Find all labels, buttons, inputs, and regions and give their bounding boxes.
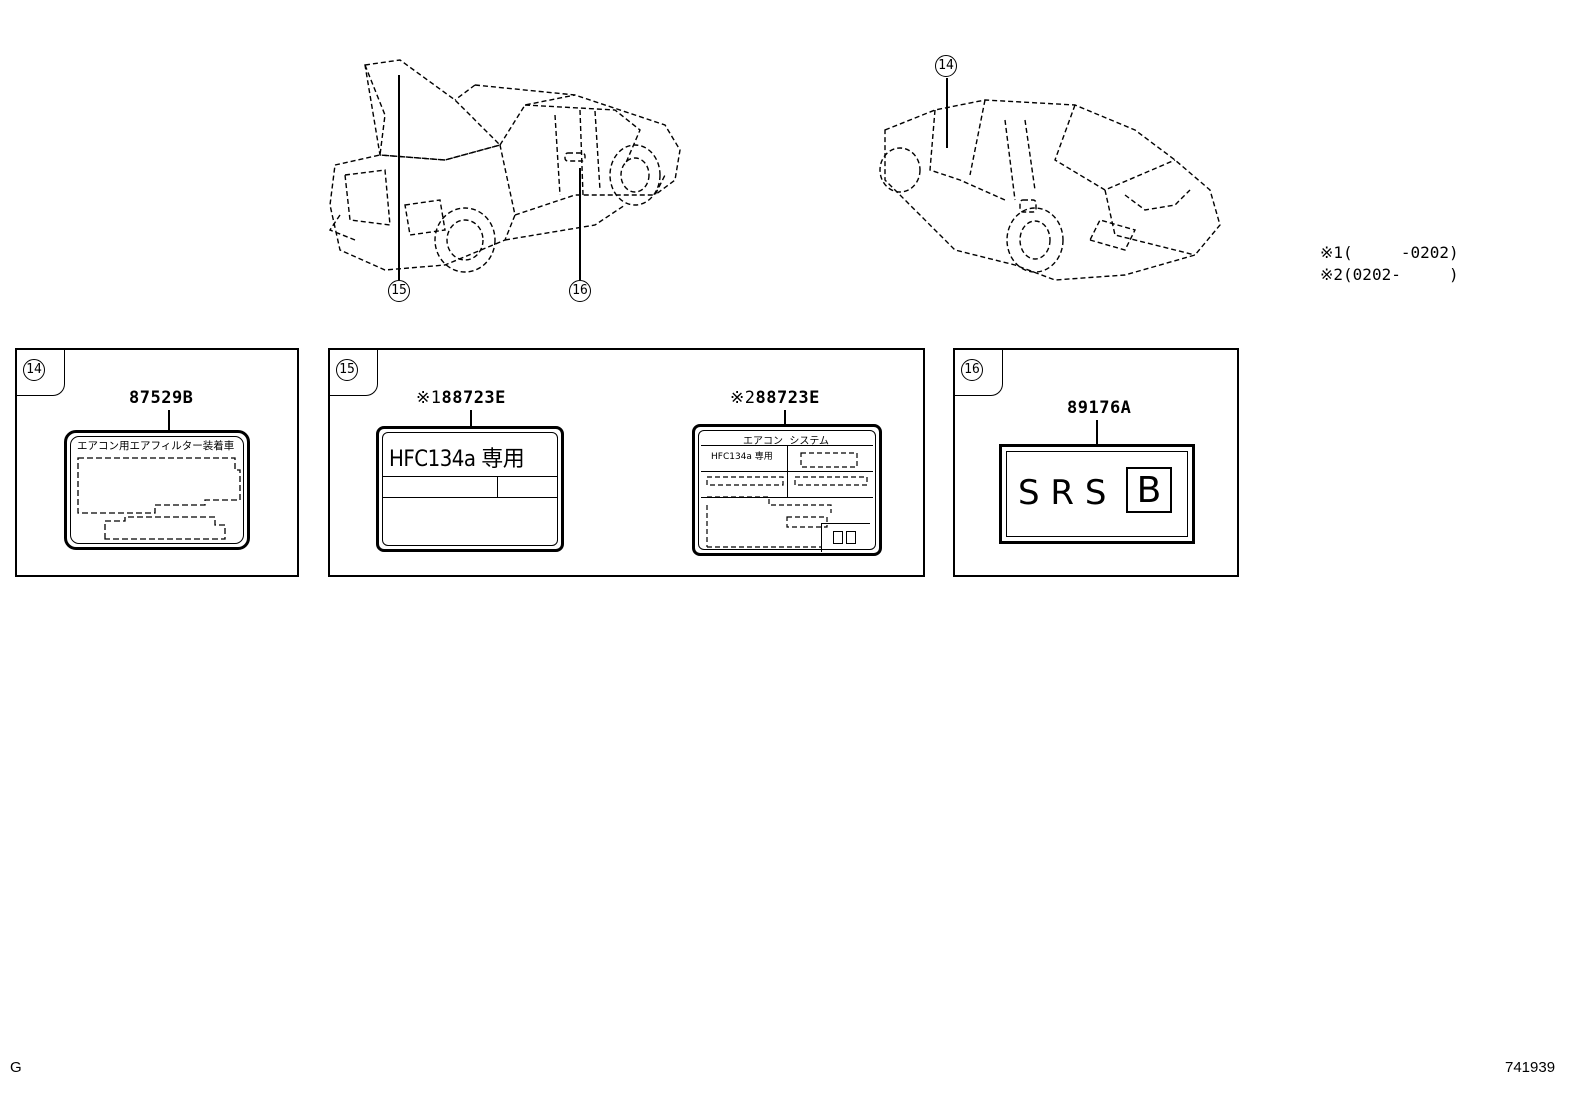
leader-87529b bbox=[168, 410, 170, 430]
part-no-2: 88723E bbox=[755, 388, 820, 408]
callout-16-panel: 16 bbox=[961, 359, 983, 381]
callout-14-panel: 14 bbox=[23, 359, 45, 381]
part-mark-1: ※1 bbox=[416, 388, 442, 408]
footer-illustration-number: 741939 bbox=[1505, 1059, 1556, 1076]
label-88723e-2-header: エアコン システム bbox=[743, 436, 830, 447]
label-88723e-1: HFC134a 専用 bbox=[376, 426, 564, 552]
callout-15-panel: 15 bbox=[336, 359, 358, 381]
label-87529b-header: エアコン用エアフィルター装着車 bbox=[77, 440, 235, 452]
leader-89176a bbox=[1096, 420, 1098, 444]
panel-16-tab: 16 bbox=[953, 348, 1003, 396]
rear-car-illustration bbox=[879, 99, 1221, 281]
leader-88723e-1 bbox=[470, 410, 472, 428]
label-89176a: S R S B bbox=[999, 444, 1195, 544]
srs-text: S R S bbox=[1018, 473, 1107, 513]
part-number-87529b: 87529B bbox=[129, 388, 194, 408]
panel-16: 16 89176A S R S B bbox=[953, 348, 1239, 577]
front-car-illustration bbox=[328, 59, 681, 273]
callout-15-car: 15 bbox=[388, 280, 410, 302]
part-number-88723e-1: ※188723E bbox=[416, 388, 506, 408]
panel-14: 14 87529B エアコン用エアフィルター装着車 bbox=[15, 348, 299, 577]
label-88723e-2: エアコン システム HFC134a 専用 bbox=[692, 424, 882, 556]
leader-14-car bbox=[946, 78, 948, 148]
callout-16-car: 16 bbox=[569, 280, 591, 302]
leader-88723e-2 bbox=[784, 410, 786, 426]
footer-left-code: G bbox=[10, 1059, 22, 1076]
label-87529b: エアコン用エアフィルター装着車 bbox=[64, 430, 250, 550]
panel-15: 15 ※188723E HFC134a 専用 ※288723E エアコン システ… bbox=[328, 348, 925, 577]
part-number-88723e-2: ※288723E bbox=[730, 388, 820, 408]
label-88723e-2-text: HFC134a 専用 bbox=[711, 452, 773, 462]
part-no-1: 88723E bbox=[441, 388, 506, 408]
note-2: ※2(0202- ) bbox=[1320, 265, 1459, 284]
leader-15-car bbox=[398, 75, 400, 280]
note-1: ※1( -0202) bbox=[1320, 243, 1459, 262]
leader-16-car bbox=[579, 168, 581, 280]
panel-15-tab: 15 bbox=[328, 348, 378, 396]
label-88723e-1-text: HFC134a 専用 bbox=[389, 447, 525, 472]
srs-letter-box: B bbox=[1126, 467, 1172, 513]
part-number-89176a: 89176A bbox=[1067, 398, 1132, 418]
panel-14-tab: 14 bbox=[15, 348, 65, 396]
callout-14-car: 14 bbox=[935, 55, 957, 77]
part-mark-2: ※2 bbox=[730, 388, 756, 408]
